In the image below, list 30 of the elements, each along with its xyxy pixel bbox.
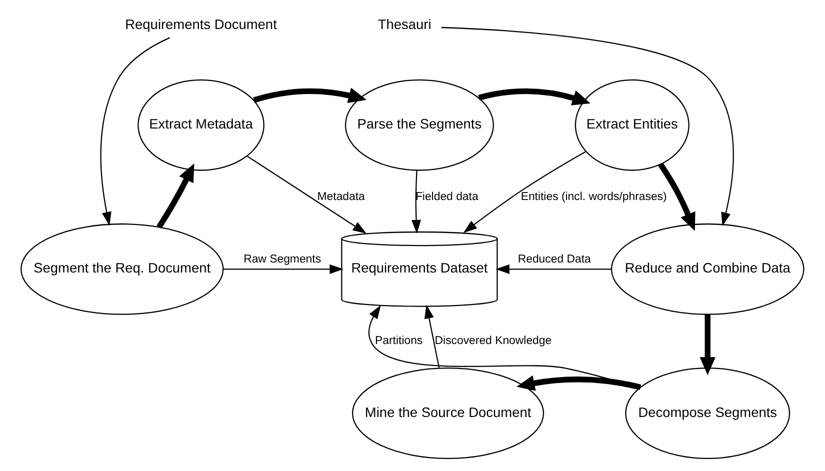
node-ellipse: Parse the Segments <box>344 78 494 170</box>
edge-label: Reduced Data <box>518 252 591 265</box>
edge-label: Raw Segments <box>244 252 322 265</box>
node-ellipse: Reduce and Combine Data <box>610 222 804 314</box>
arrow <box>411 170 422 234</box>
node-text: Requirements Document <box>125 16 277 32</box>
node-ellipse: Decompose Segments <box>625 367 790 458</box>
arrow <box>516 374 642 390</box>
arrow <box>156 163 194 228</box>
arrow <box>424 304 440 368</box>
arrow <box>700 314 716 375</box>
node-ellipse: Mine the Source Document <box>352 367 544 458</box>
arrow <box>496 264 612 274</box>
arrow <box>441 26 734 226</box>
node-ellipse: Segment the Req. Document <box>20 222 224 314</box>
arrow <box>658 162 696 230</box>
edge-label: Metadata <box>317 190 365 202</box>
arrow <box>100 36 170 226</box>
node-ellipse: Extract Entities <box>574 78 690 170</box>
edge-label: Partitions <box>375 334 423 347</box>
arrow <box>478 88 590 105</box>
arrow <box>247 155 367 234</box>
node-text: Thesauri <box>378 16 432 32</box>
arrow <box>223 264 344 274</box>
arrow <box>463 150 586 232</box>
edge-label: Entities (incl. words/phrases) <box>520 190 667 202</box>
edge-label: Fielded data <box>415 190 478 202</box>
edge-label: Discovered Knowledge <box>434 334 552 347</box>
arrow <box>253 87 367 103</box>
node-ellipse: Extract Metadata <box>138 78 264 170</box>
